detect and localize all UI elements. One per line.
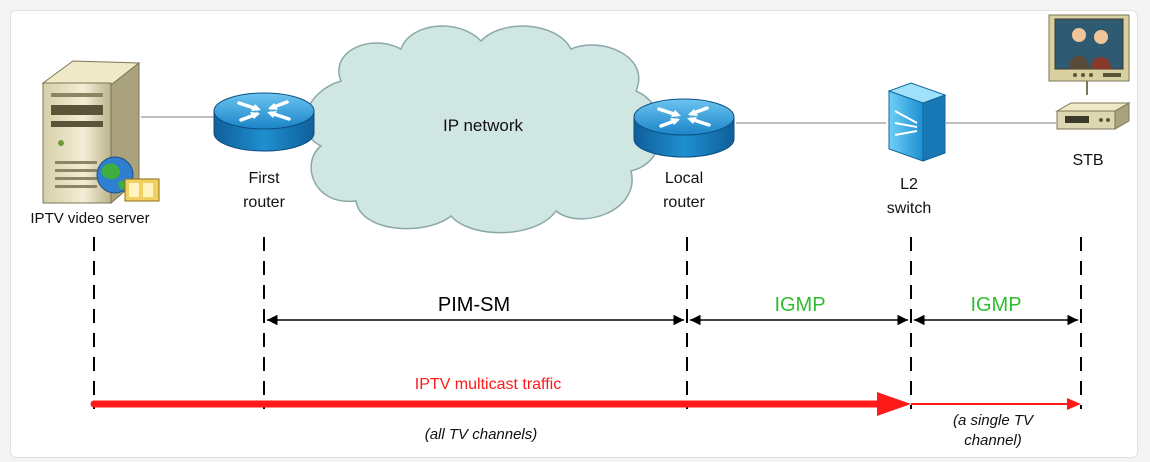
multicast-traffic-arrow (90, 392, 911, 416)
first-router-label-line2: router (243, 194, 285, 211)
single-channel-label-line1: (a single TV (953, 412, 1035, 429)
traffic-label: IPTV multicast traffic (415, 376, 561, 393)
local-router-label-line1: Local (665, 170, 703, 187)
switch-label-line2: switch (887, 200, 931, 217)
server-label: IPTV video server (30, 210, 149, 227)
stb-label: STB (1072, 152, 1103, 169)
single-channel-label-line2: channel) (964, 432, 1022, 449)
ip-network-cloud-icon (304, 25, 663, 234)
tv-icon (1048, 14, 1130, 82)
all-channels-label: (all TV channels) (425, 426, 538, 443)
single-channel-arrow (911, 398, 1081, 410)
igmp-label-1: IGMP (774, 294, 825, 316)
first-router-icon (213, 92, 315, 152)
local-router-label-line2: router (663, 194, 705, 211)
l2-switch-icon (887, 82, 947, 162)
set-top-box-icon (1055, 81, 1131, 130)
cloud-label: IP network (443, 116, 524, 135)
first-router-label-line1: First (248, 170, 280, 187)
switch-label-line1: L2 (900, 176, 918, 193)
globe-icon (96, 156, 134, 194)
igmp-label-2: IGMP (970, 294, 1021, 316)
network-diagram: IP network IPTV video server (30, 14, 1131, 449)
local-router-icon (633, 98, 735, 158)
dashed-guides (93, 237, 1082, 409)
film-reel-icon (124, 178, 160, 202)
diagram-card: IP network IPTV video server (10, 10, 1138, 458)
pim-label: PIM-SM (438, 294, 510, 316)
